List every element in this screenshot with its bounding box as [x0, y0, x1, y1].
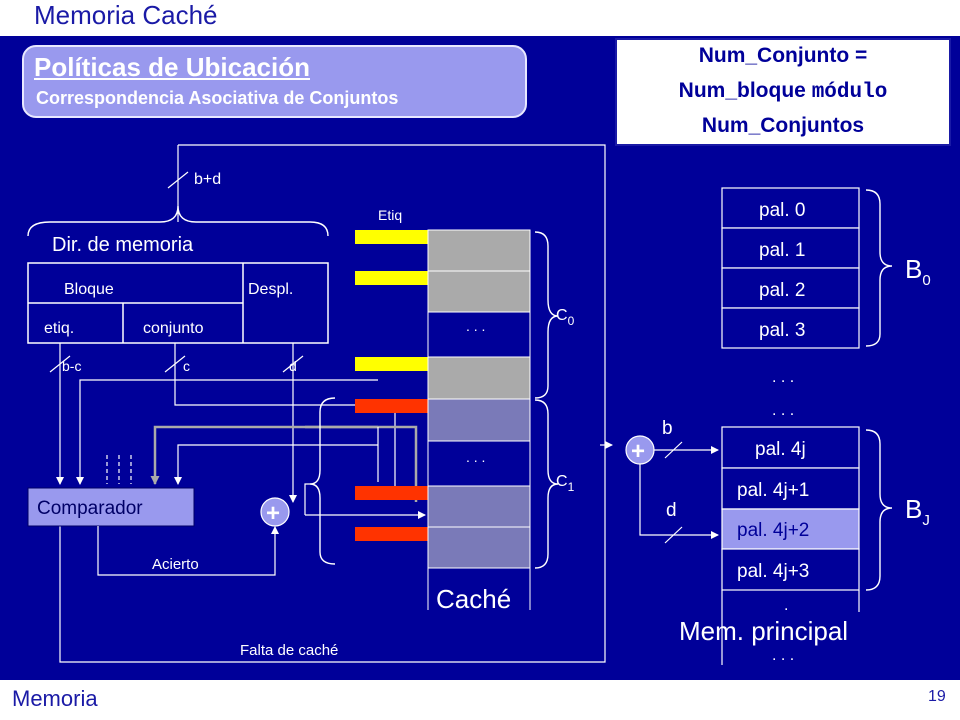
- etiq-field-label: etiq.: [44, 320, 74, 337]
- tag-line-2: [150, 425, 378, 485]
- cache-tag-yellow-2: [355, 271, 428, 285]
- select-line-gray: [305, 425, 418, 502]
- memory-word-label: pal. 0: [759, 200, 805, 221]
- set0-brace: [534, 231, 559, 399]
- footer-section: Memoria: [12, 686, 98, 711]
- comparador-box: [27, 487, 195, 527]
- formula-line1: Num_Conjunto =: [698, 44, 868, 67]
- bd-label: b+d: [194, 171, 221, 188]
- mem-d-slash: [664, 526, 683, 544]
- formula-line2: Num_bloque módulo: [615, 79, 951, 104]
- etiq-column-label: Etiq: [378, 207, 402, 223]
- d-label: d: [289, 358, 297, 374]
- block0-brace: [865, 189, 893, 347]
- cache-tag-red-3: [355, 527, 428, 541]
- memory-word-label: pal. 4j: [755, 439, 806, 460]
- d-slash: [282, 355, 304, 373]
- blockj-label: BJ: [905, 494, 930, 529]
- memory-word: [721, 548, 860, 591]
- cache-line: [427, 270, 531, 313]
- address-brace: [27, 205, 329, 237]
- memory-word-label: pal. 2: [759, 280, 805, 301]
- page-number: 19: [928, 688, 946, 705]
- cache-label: Caché: [436, 584, 511, 614]
- formula-line3: Num_Conjuntos: [701, 114, 865, 137]
- memory-dots-c: . . .: [772, 647, 794, 664]
- c-label: c: [183, 358, 190, 374]
- acierto-label: Acierto: [152, 556, 199, 573]
- cache-line: [427, 398, 531, 442]
- cache-tag-red-2: [355, 486, 428, 500]
- memory-word-selected: [721, 508, 860, 550]
- formula-modulo: módulo: [811, 81, 888, 104]
- set0-label: C0: [556, 307, 575, 328]
- mem-b-slash: [664, 441, 683, 459]
- cache-line: [427, 526, 531, 569]
- slide-title: Políticas de Ubicación: [34, 52, 310, 82]
- bloque-label: Bloque: [64, 281, 114, 298]
- adder-plus: +: [266, 500, 280, 527]
- bc-slash: [49, 355, 71, 373]
- set1-label: C1: [556, 473, 575, 494]
- c-slash: [164, 355, 186, 373]
- tag-line-3: [174, 444, 378, 485]
- memory-dot-single: .: [784, 597, 788, 614]
- formula-box: [615, 38, 951, 146]
- cache-dots-1: . . .: [466, 318, 485, 334]
- address-title: Dir. de memoria: [52, 234, 194, 256]
- cache-tag-yellow-3: [355, 357, 428, 371]
- set1-brace: [534, 399, 559, 569]
- cache-line: [427, 229, 531, 272]
- mem-plus: +: [631, 438, 645, 465]
- memory-word: [721, 467, 860, 510]
- cache-line: [427, 356, 531, 400]
- memory-dots-a: . . .: [772, 369, 794, 386]
- mem-d-label: d: [666, 500, 677, 521]
- bc-label: b-c: [62, 358, 81, 374]
- memory-word-label: pal. 3: [759, 320, 805, 341]
- blockj-brace: [865, 429, 893, 591]
- memory-dots-b: . . .: [772, 402, 794, 419]
- memory-word: [721, 426, 860, 469]
- slide-header-title: Memoria Caché: [34, 0, 218, 30]
- comparador-label: Comparador: [37, 498, 143, 519]
- cache-dots-2: . . .: [466, 449, 485, 465]
- falta-label: Falta de caché: [240, 642, 338, 659]
- memory-word-label: pal. 1: [759, 240, 805, 261]
- memory-word: [721, 267, 860, 309]
- title-box: [22, 45, 527, 118]
- block0-label: B0: [905, 254, 931, 289]
- acierto-line: [97, 526, 279, 576]
- despl-label: Despl.: [248, 281, 293, 298]
- memory-word-label: pal. 4j+3: [737, 561, 809, 582]
- slide-subtitle: Correspondencia Asociativa de Conjuntos: [36, 88, 399, 108]
- tag-line-1: [76, 379, 378, 485]
- conjunto-field-label: conjunto: [143, 320, 204, 337]
- cache-tag-yellow-1: [355, 230, 428, 244]
- memory-word-label: pal. 4j+1: [737, 480, 809, 501]
- adder-circle: [260, 497, 290, 527]
- mem-b-label: b: [662, 418, 673, 439]
- select-brace: [309, 397, 336, 565]
- cache-line: [427, 485, 531, 528]
- memory-word: [721, 187, 860, 229]
- memory-label: Mem. principal: [679, 616, 848, 646]
- formula-num-bloque: Num_bloque: [678, 79, 812, 102]
- memory-word: [721, 307, 860, 349]
- memory-word-label-selected: pal. 4j+2: [737, 520, 809, 541]
- memory-word: [721, 227, 860, 269]
- brace-out-line: [304, 483, 310, 515]
- falta-loop-line: [59, 144, 606, 663]
- cache-tag-red-1: [355, 399, 428, 413]
- mem-d-line: [639, 464, 719, 539]
- bd-slash: [167, 171, 189, 189]
